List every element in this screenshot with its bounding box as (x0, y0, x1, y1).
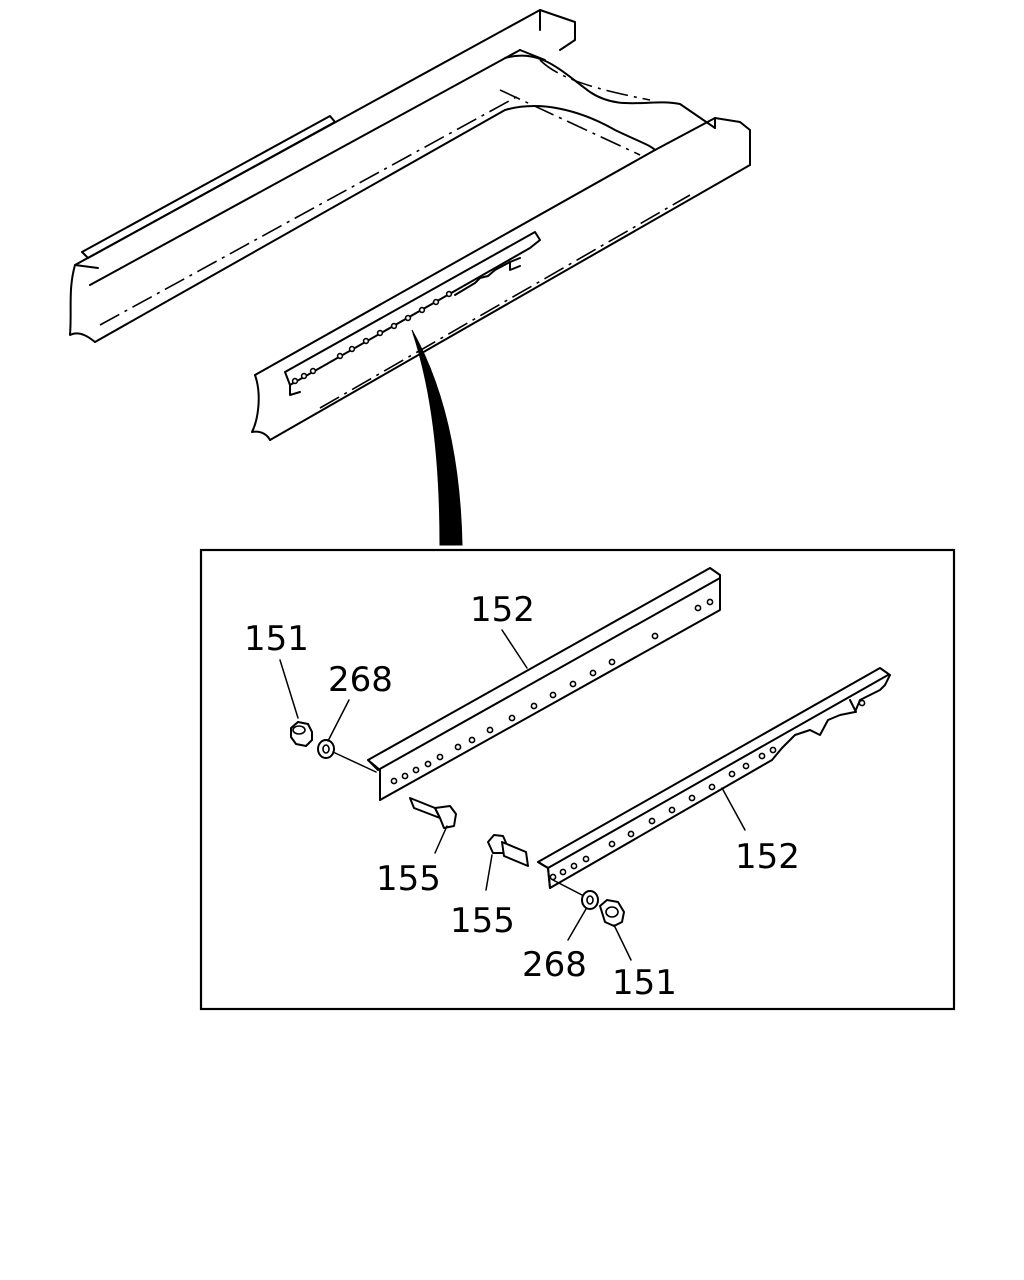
detail-frame (199, 548, 956, 1011)
callout-152-lower: 152 (735, 837, 800, 877)
callout-151-upper: 151 (244, 619, 309, 659)
upper-rail (367, 567, 721, 801)
callout-152-upper: 152 (470, 590, 535, 630)
bolt-lower (487, 834, 529, 867)
leader-lines (279, 629, 746, 961)
bolt-upper (409, 797, 457, 829)
detail-pointer (411, 329, 463, 546)
callout-155-lower: 155 (450, 901, 515, 941)
nut-upper (290, 721, 313, 747)
washer-upper (317, 739, 335, 759)
callout-268-lower: 268 (522, 945, 587, 985)
lower-rail (537, 667, 891, 889)
washer-lower (581, 890, 599, 910)
frame-assembly (69, 9, 751, 546)
callout-268-upper: 268 (328, 660, 393, 700)
callout-155-upper: 155 (376, 859, 441, 899)
nut-lower (599, 899, 625, 927)
callout-151-lower: 151 (612, 963, 677, 1003)
